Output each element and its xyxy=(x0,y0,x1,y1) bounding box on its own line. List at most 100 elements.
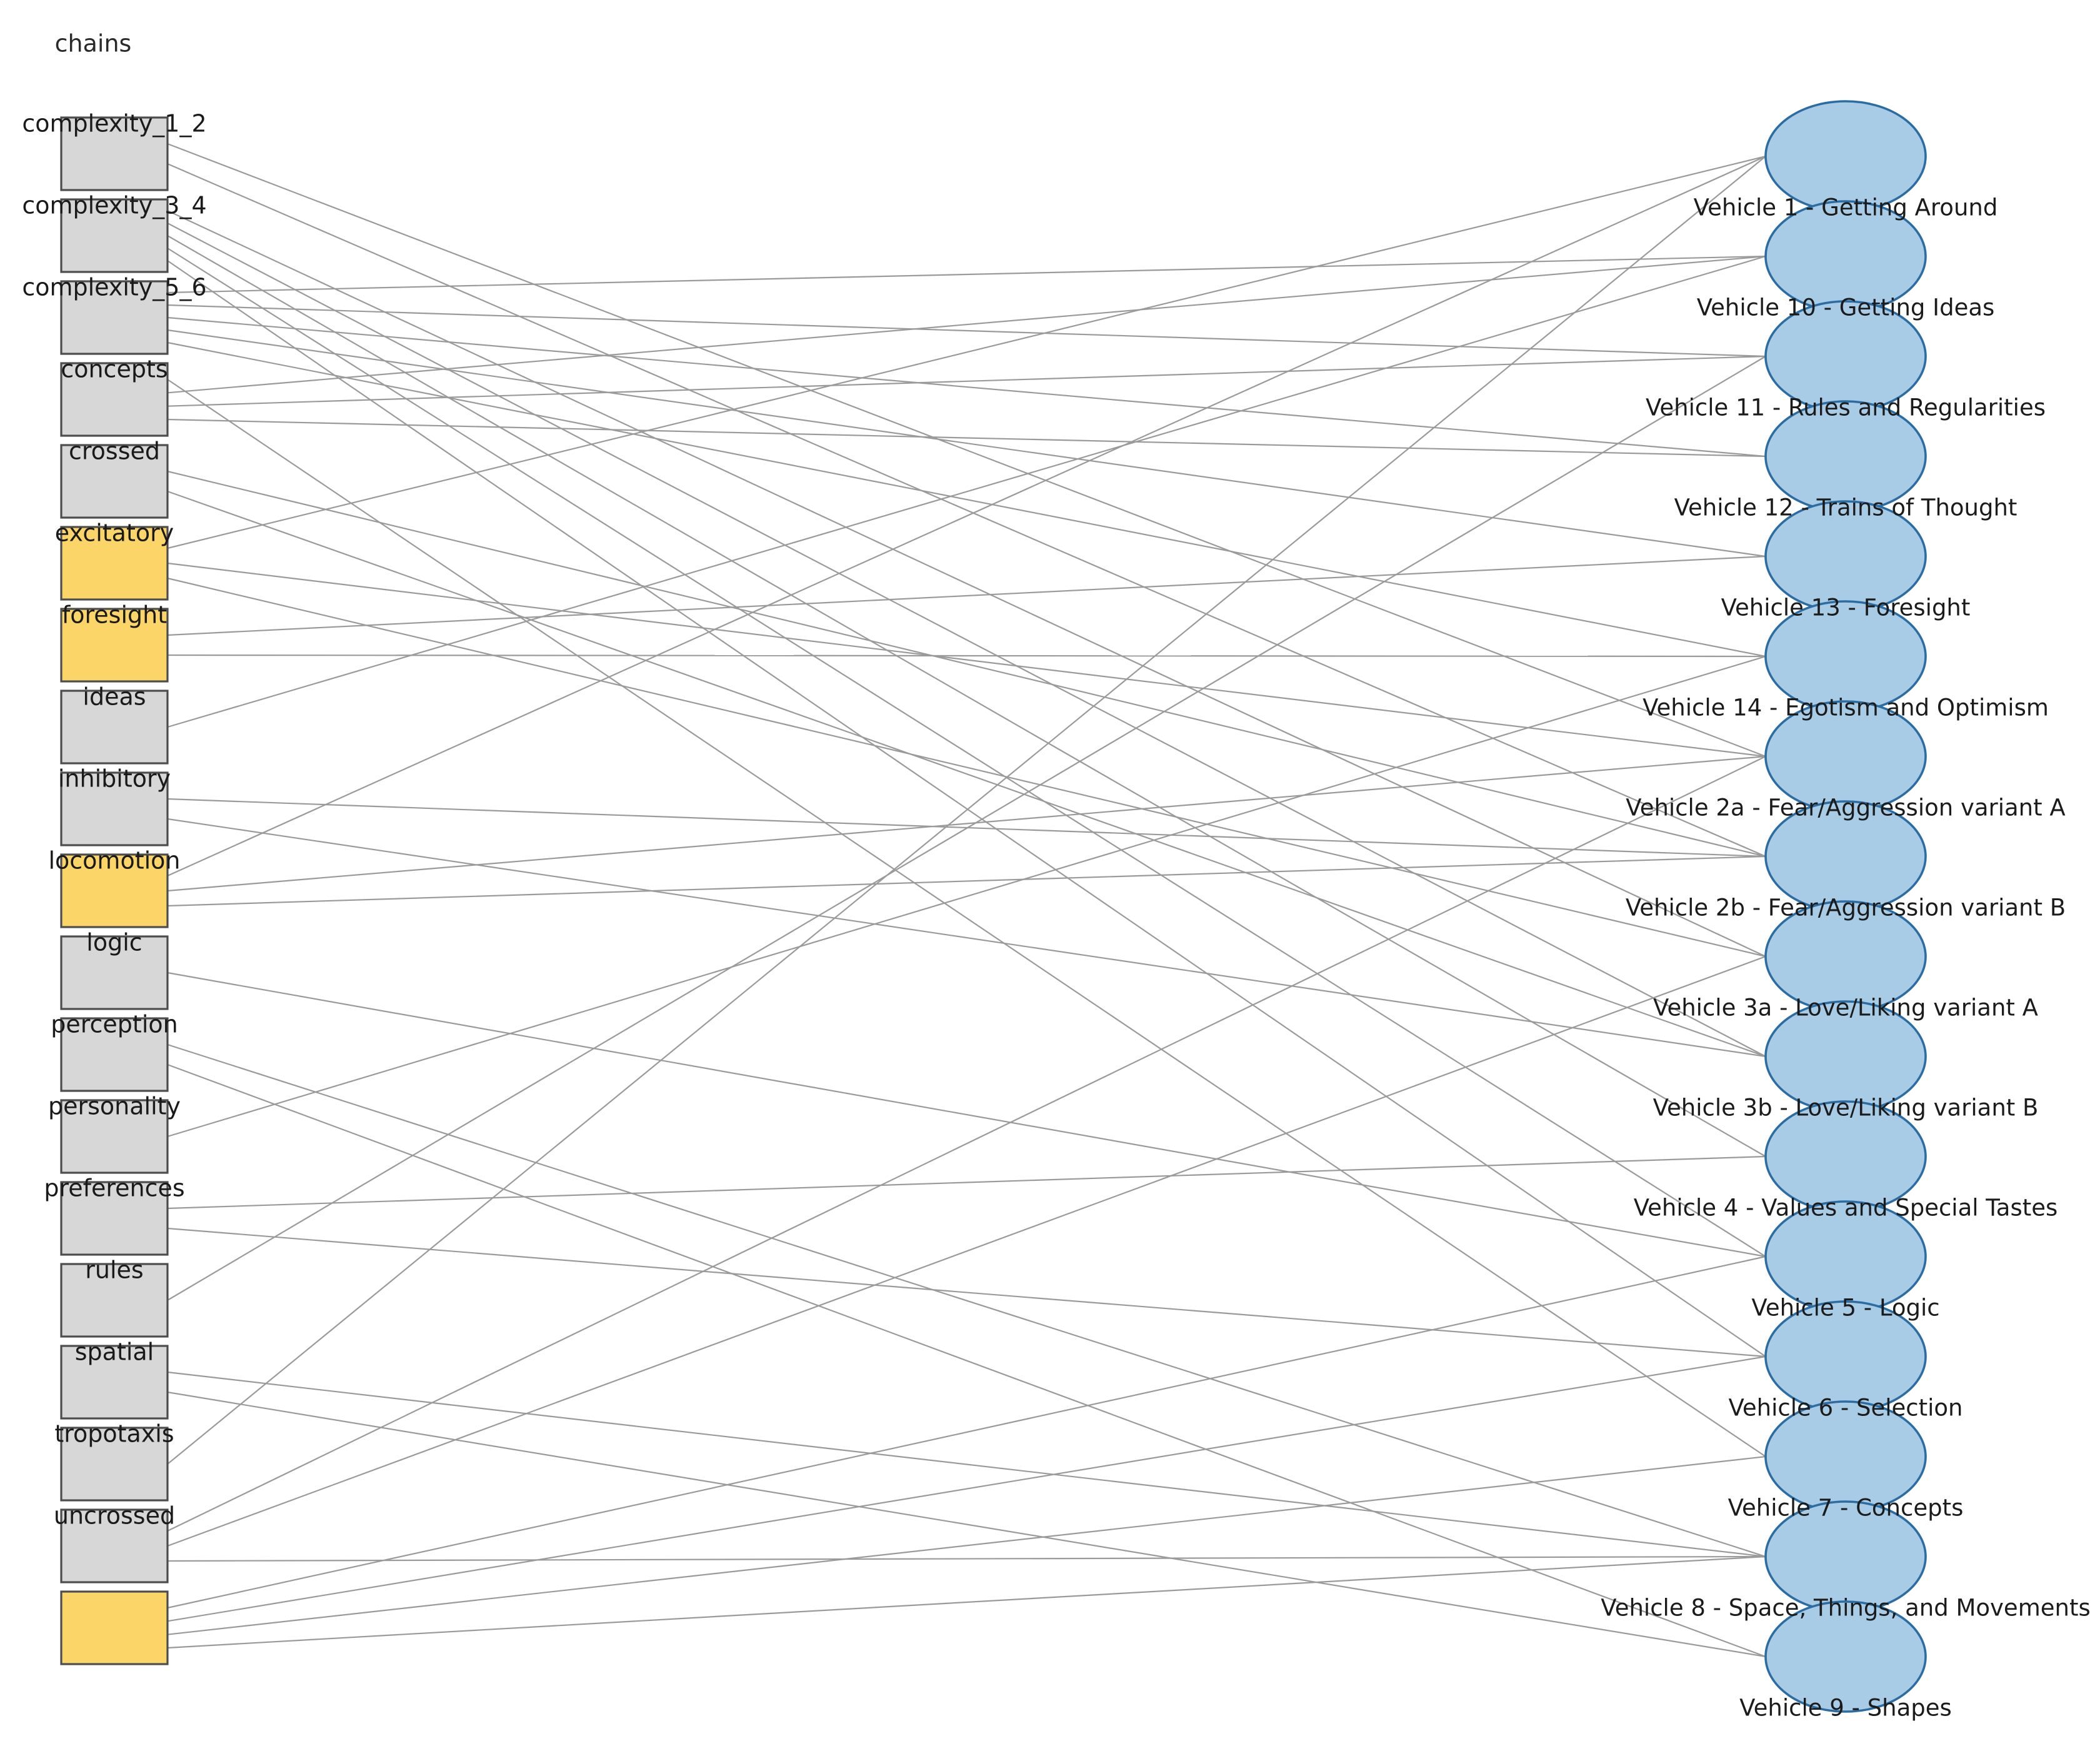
chain-node-personality[interactable] xyxy=(60,1099,169,1174)
graph-edge xyxy=(167,1355,1766,1622)
chain-node-tropotaxis[interactable] xyxy=(60,1427,169,1502)
chain-node-concepts[interactable] xyxy=(60,362,169,437)
graph-edge xyxy=(167,1255,1766,1609)
graph-edge xyxy=(167,255,1766,294)
chain-node-label-rules: rules xyxy=(85,1257,143,1284)
chain-node-locomotion[interactable] xyxy=(60,853,169,928)
chain-node-label-personality: personality xyxy=(48,1093,181,1120)
vehicle-node-label-v8: Vehicle 8 - Space, Things, and Movements xyxy=(1601,1595,2090,1622)
vehicle-node-label-v1: Vehicle 1 - Getting Around xyxy=(1694,194,1998,221)
graph-edge xyxy=(167,1063,1766,1658)
graph-edge xyxy=(167,955,1766,1547)
chain-node-label-complexity_1_2: complexity_1_2 xyxy=(22,110,206,138)
graph-edge xyxy=(167,1371,1766,1558)
graph-edge xyxy=(167,355,1766,407)
graph-edge xyxy=(167,304,1766,358)
graph-edge xyxy=(167,1227,1766,1358)
chain-node-foresight[interactable] xyxy=(60,608,169,683)
chain-node-label-tropotaxis: tropotaxis xyxy=(54,1420,174,1448)
graph-edge xyxy=(167,818,1766,1058)
vehicle-node-label-v2a: Vehicle 2a - Fear/Aggression variant A xyxy=(1626,795,2065,821)
graph-edge xyxy=(167,1043,1766,1558)
graph-edge xyxy=(167,223,1766,1057)
chain-node-label-crossed: crossed xyxy=(69,438,160,465)
chain-node-label-inhibitory: inhibitory xyxy=(58,765,171,793)
chain-node-spatial[interactable] xyxy=(60,1345,169,1420)
graph-edge xyxy=(167,1455,1766,1635)
chain-node-label-ideas: ideas xyxy=(82,683,146,711)
chain-nodes-layer xyxy=(60,116,169,1665)
graph-edge xyxy=(167,260,1766,1357)
chain-node-last_unlabeled[interactable] xyxy=(60,1590,169,1665)
vehicle-node-label-v7: Vehicle 7 - Concepts xyxy=(1728,1495,1964,1522)
chain-node-complexity_5_6[interactable] xyxy=(60,280,169,355)
graph-edge xyxy=(167,577,1766,958)
graph-edge xyxy=(167,1555,1766,1562)
chain-node-crossed[interactable] xyxy=(60,444,169,519)
vehicle-node-label-v13: Vehicle 13 - Foresight xyxy=(1721,595,1971,621)
graph-edge xyxy=(167,562,1766,758)
graph-edge xyxy=(167,143,1766,758)
graph-edge xyxy=(167,316,1766,458)
graph-edge xyxy=(167,255,1766,394)
vehicle-node-label-v12: Vehicle 12 - Trains of Thought xyxy=(1674,494,2018,521)
graph-edge xyxy=(167,490,1766,1058)
vehicle-node-label-v3b: Vehicle 3b - Love/Liking variant B xyxy=(1653,1095,2039,1121)
vehicle-node-v9[interactable] xyxy=(1764,1600,1927,1713)
chain-node-logic[interactable] xyxy=(60,935,169,1010)
chain-node-label-complexity_3_4: complexity_3_4 xyxy=(22,192,206,219)
graph-edge xyxy=(167,356,1766,1301)
graph-edge xyxy=(167,971,1766,1258)
vehicle-nodes-layer xyxy=(1764,100,1927,1713)
graph-edge xyxy=(167,210,1766,957)
graph-edge xyxy=(167,756,1766,1532)
chain-node-label-spatial: spatial xyxy=(75,1338,154,1366)
chain-node-perception[interactable] xyxy=(60,1017,169,1092)
graph-edge xyxy=(167,155,1766,877)
vehicle-node-label-v2b: Vehicle 2b - Fear/Aggression variant B xyxy=(1626,895,2066,921)
chain-node-label-perception: perception xyxy=(51,1011,178,1038)
chain-node-rules[interactable] xyxy=(60,1263,169,1338)
graph-edge xyxy=(167,1155,1766,1210)
chain-node-excitatory[interactable] xyxy=(60,526,169,601)
graph-edge xyxy=(167,156,1766,1465)
graph-edge xyxy=(167,235,1766,1157)
graph-edge xyxy=(167,654,1766,658)
graph-edge xyxy=(167,255,1766,728)
chain-node-label-preferences: preferences xyxy=(44,1175,184,1202)
chain-node-label-foresight: foresight xyxy=(62,601,167,629)
graph-edge xyxy=(167,329,1766,558)
vehicle-node-label-v3a: Vehicle 3a - Love/Liking variant A xyxy=(1653,995,2038,1021)
chain-node-label-locomotion: locomotion xyxy=(48,847,180,875)
vehicle-node-label-v4: Vehicle 4 - Values and Special Tastes xyxy=(1634,1195,2058,1222)
vehicle-node-label-v14: Vehicle 14 - Egotism and Optimism xyxy=(1642,695,2049,721)
chain-node-complexity_3_4[interactable] xyxy=(60,198,169,273)
graph-edge xyxy=(167,470,1766,858)
chain-node-uncrossed[interactable] xyxy=(60,1508,169,1583)
vehicle-node-label-v5: Vehicle 5 - Logic xyxy=(1751,1295,1939,1322)
graph-edge xyxy=(167,155,1766,549)
labels-layer: chains complexity_1_2 complexity_3_4compl… xyxy=(22,30,2090,1722)
graph-edge xyxy=(167,855,1766,907)
left-column-title: chains xyxy=(55,30,132,58)
graph-edge xyxy=(167,379,1766,1457)
chain-node-label-complexity_5_6: complexity_5_6 xyxy=(22,274,206,301)
graph-edge xyxy=(167,248,1766,1257)
chain-node-label-uncrossed: uncrossed xyxy=(54,1502,175,1530)
graph-edge xyxy=(167,418,1766,458)
graph-edge xyxy=(167,341,1766,658)
vehicle-node-label-v6: Vehicle 6 - Selection xyxy=(1728,1395,1962,1422)
vehicle-node-label-v11: Vehicle 11 - Rules and Regularities xyxy=(1646,394,2046,421)
graph-edge xyxy=(167,1555,1766,1649)
graph-edge xyxy=(167,555,1766,636)
chain-node-inhibitory[interactable] xyxy=(60,771,169,846)
graph-edge xyxy=(167,163,1766,858)
graph-edge xyxy=(167,1391,1766,1658)
graph-edge xyxy=(167,655,1766,1138)
chain-node-complexity_1_2[interactable] xyxy=(60,116,169,191)
chain-node-ideas[interactable] xyxy=(60,690,169,765)
chain-node-preferences[interactable] xyxy=(60,1181,169,1256)
chain-node-label-concepts: concepts xyxy=(61,356,168,383)
